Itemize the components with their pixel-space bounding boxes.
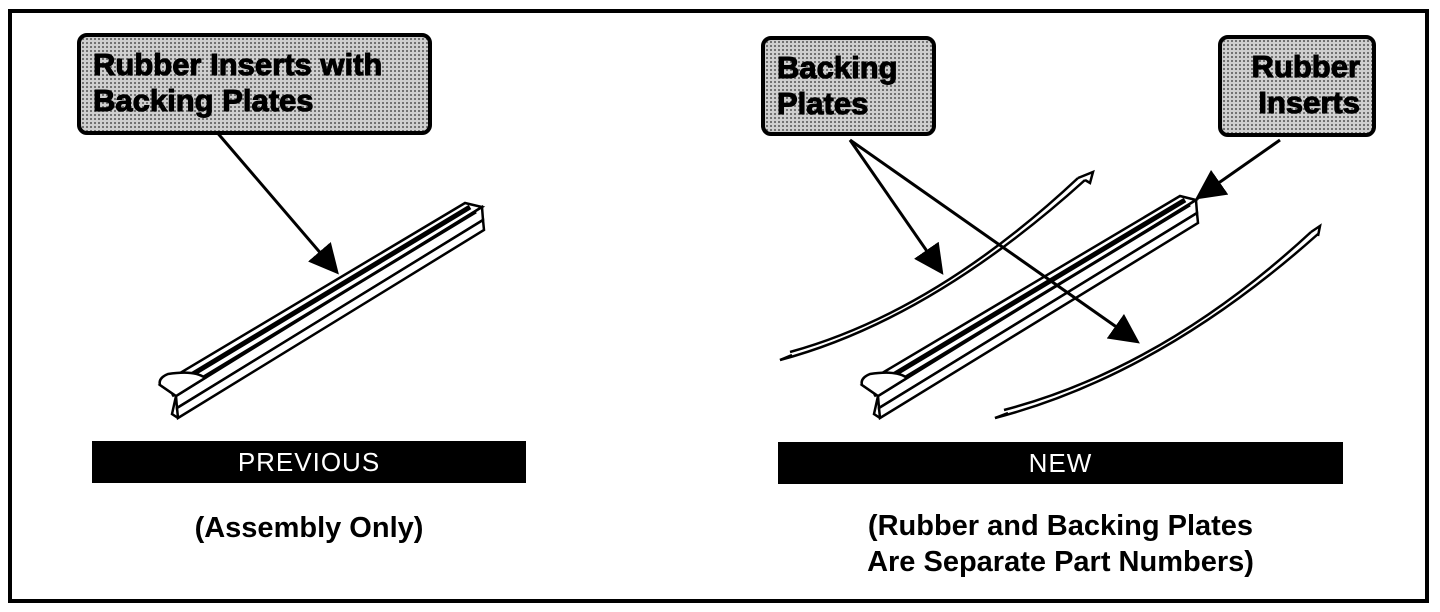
backing-arrow-upper: [848, 139, 944, 275]
callout-backing-plates: Backing Plates: [761, 36, 936, 136]
previous-callout-arrow: [213, 129, 339, 275]
callout-line: Plates: [777, 86, 869, 122]
new-backing-plate-upper: [779, 169, 1095, 362]
callout-line: Rubber: [1251, 49, 1361, 85]
callout-line: Backing Plates: [93, 83, 315, 119]
backing-arrow-lower: [849, 138, 1140, 344]
caption-line: (Assembly Only): [194, 512, 424, 544]
new-rubber-insert: [859, 194, 1200, 421]
callout-line: Backing: [777, 50, 899, 86]
callout-rubber-inserts-with-backing-plates: Rubber Inserts with Backing Plates: [77, 33, 432, 135]
new-label-bar: NEW: [778, 442, 1343, 484]
caption-line: Are Separate Part Numbers): [867, 546, 1254, 578]
rubber-arrow: [1195, 138, 1281, 200]
callout-rubber-inserts: Rubber Inserts: [1218, 35, 1376, 137]
previous-wiper-assembly: [157, 201, 486, 421]
callout-line: Inserts: [1258, 85, 1361, 121]
new-backing-plate-lower: [994, 223, 1322, 420]
previous-label-bar: PREVIOUS: [92, 441, 526, 483]
caption-line: (Rubber and Backing Plates: [867, 510, 1254, 542]
previous-caption: (Assembly Only): [92, 510, 526, 546]
new-caption: (Rubber and Backing Plates Are Separate …: [778, 508, 1343, 580]
callout-line: Rubber Inserts with: [93, 47, 383, 83]
